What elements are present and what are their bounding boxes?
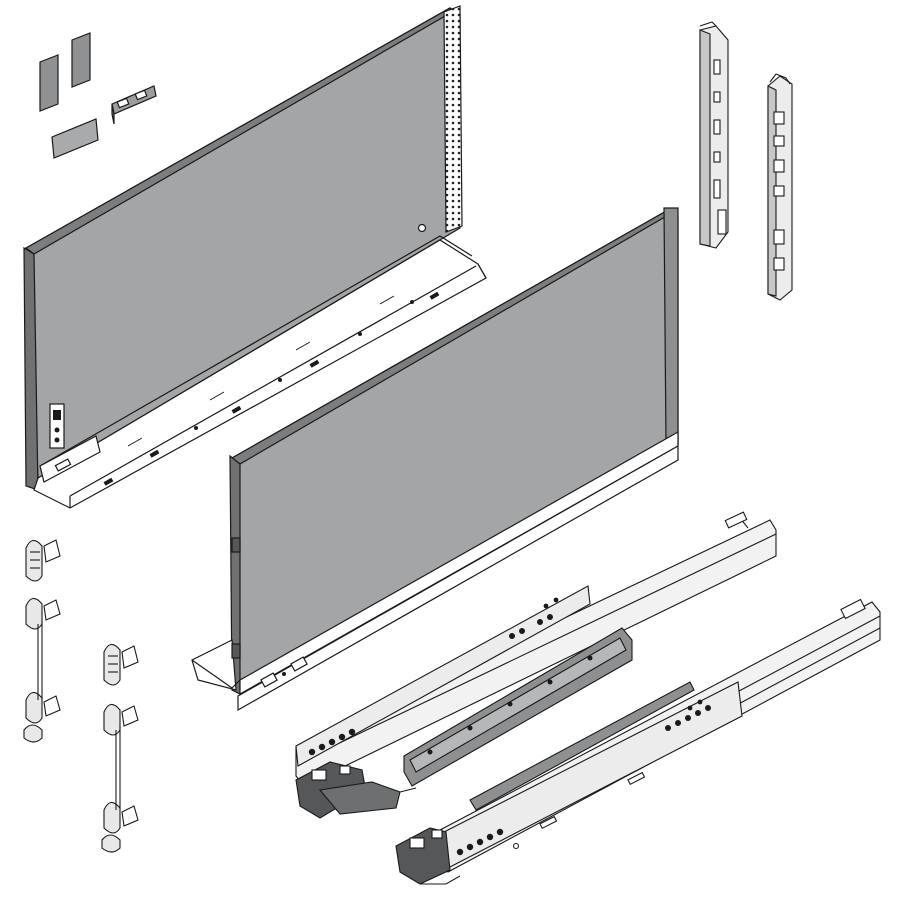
cover-cap-clip bbox=[111, 85, 157, 125]
rear-fixing-connector-long-1 bbox=[23, 597, 61, 743]
drawer-side-panel-left bbox=[23, 5, 487, 509]
cover-caps bbox=[39, 32, 157, 159]
runner-left bbox=[295, 511, 777, 819]
cover-cap-right bbox=[71, 32, 91, 88]
rear-fixing-connector-short-1 bbox=[25, 539, 61, 582]
front-fixing-bracket-2 bbox=[767, 73, 793, 301]
drawer-side-panel-right bbox=[191, 207, 679, 712]
rear-fixing-connector-short-2 bbox=[103, 643, 139, 686]
front-fixing-bracket-1 bbox=[699, 21, 729, 249]
cover-cap-flat bbox=[51, 118, 99, 159]
runner-right bbox=[395, 598, 881, 885]
cover-cap-left bbox=[39, 54, 59, 112]
rear-fixing-connector-long-2 bbox=[101, 703, 139, 853]
